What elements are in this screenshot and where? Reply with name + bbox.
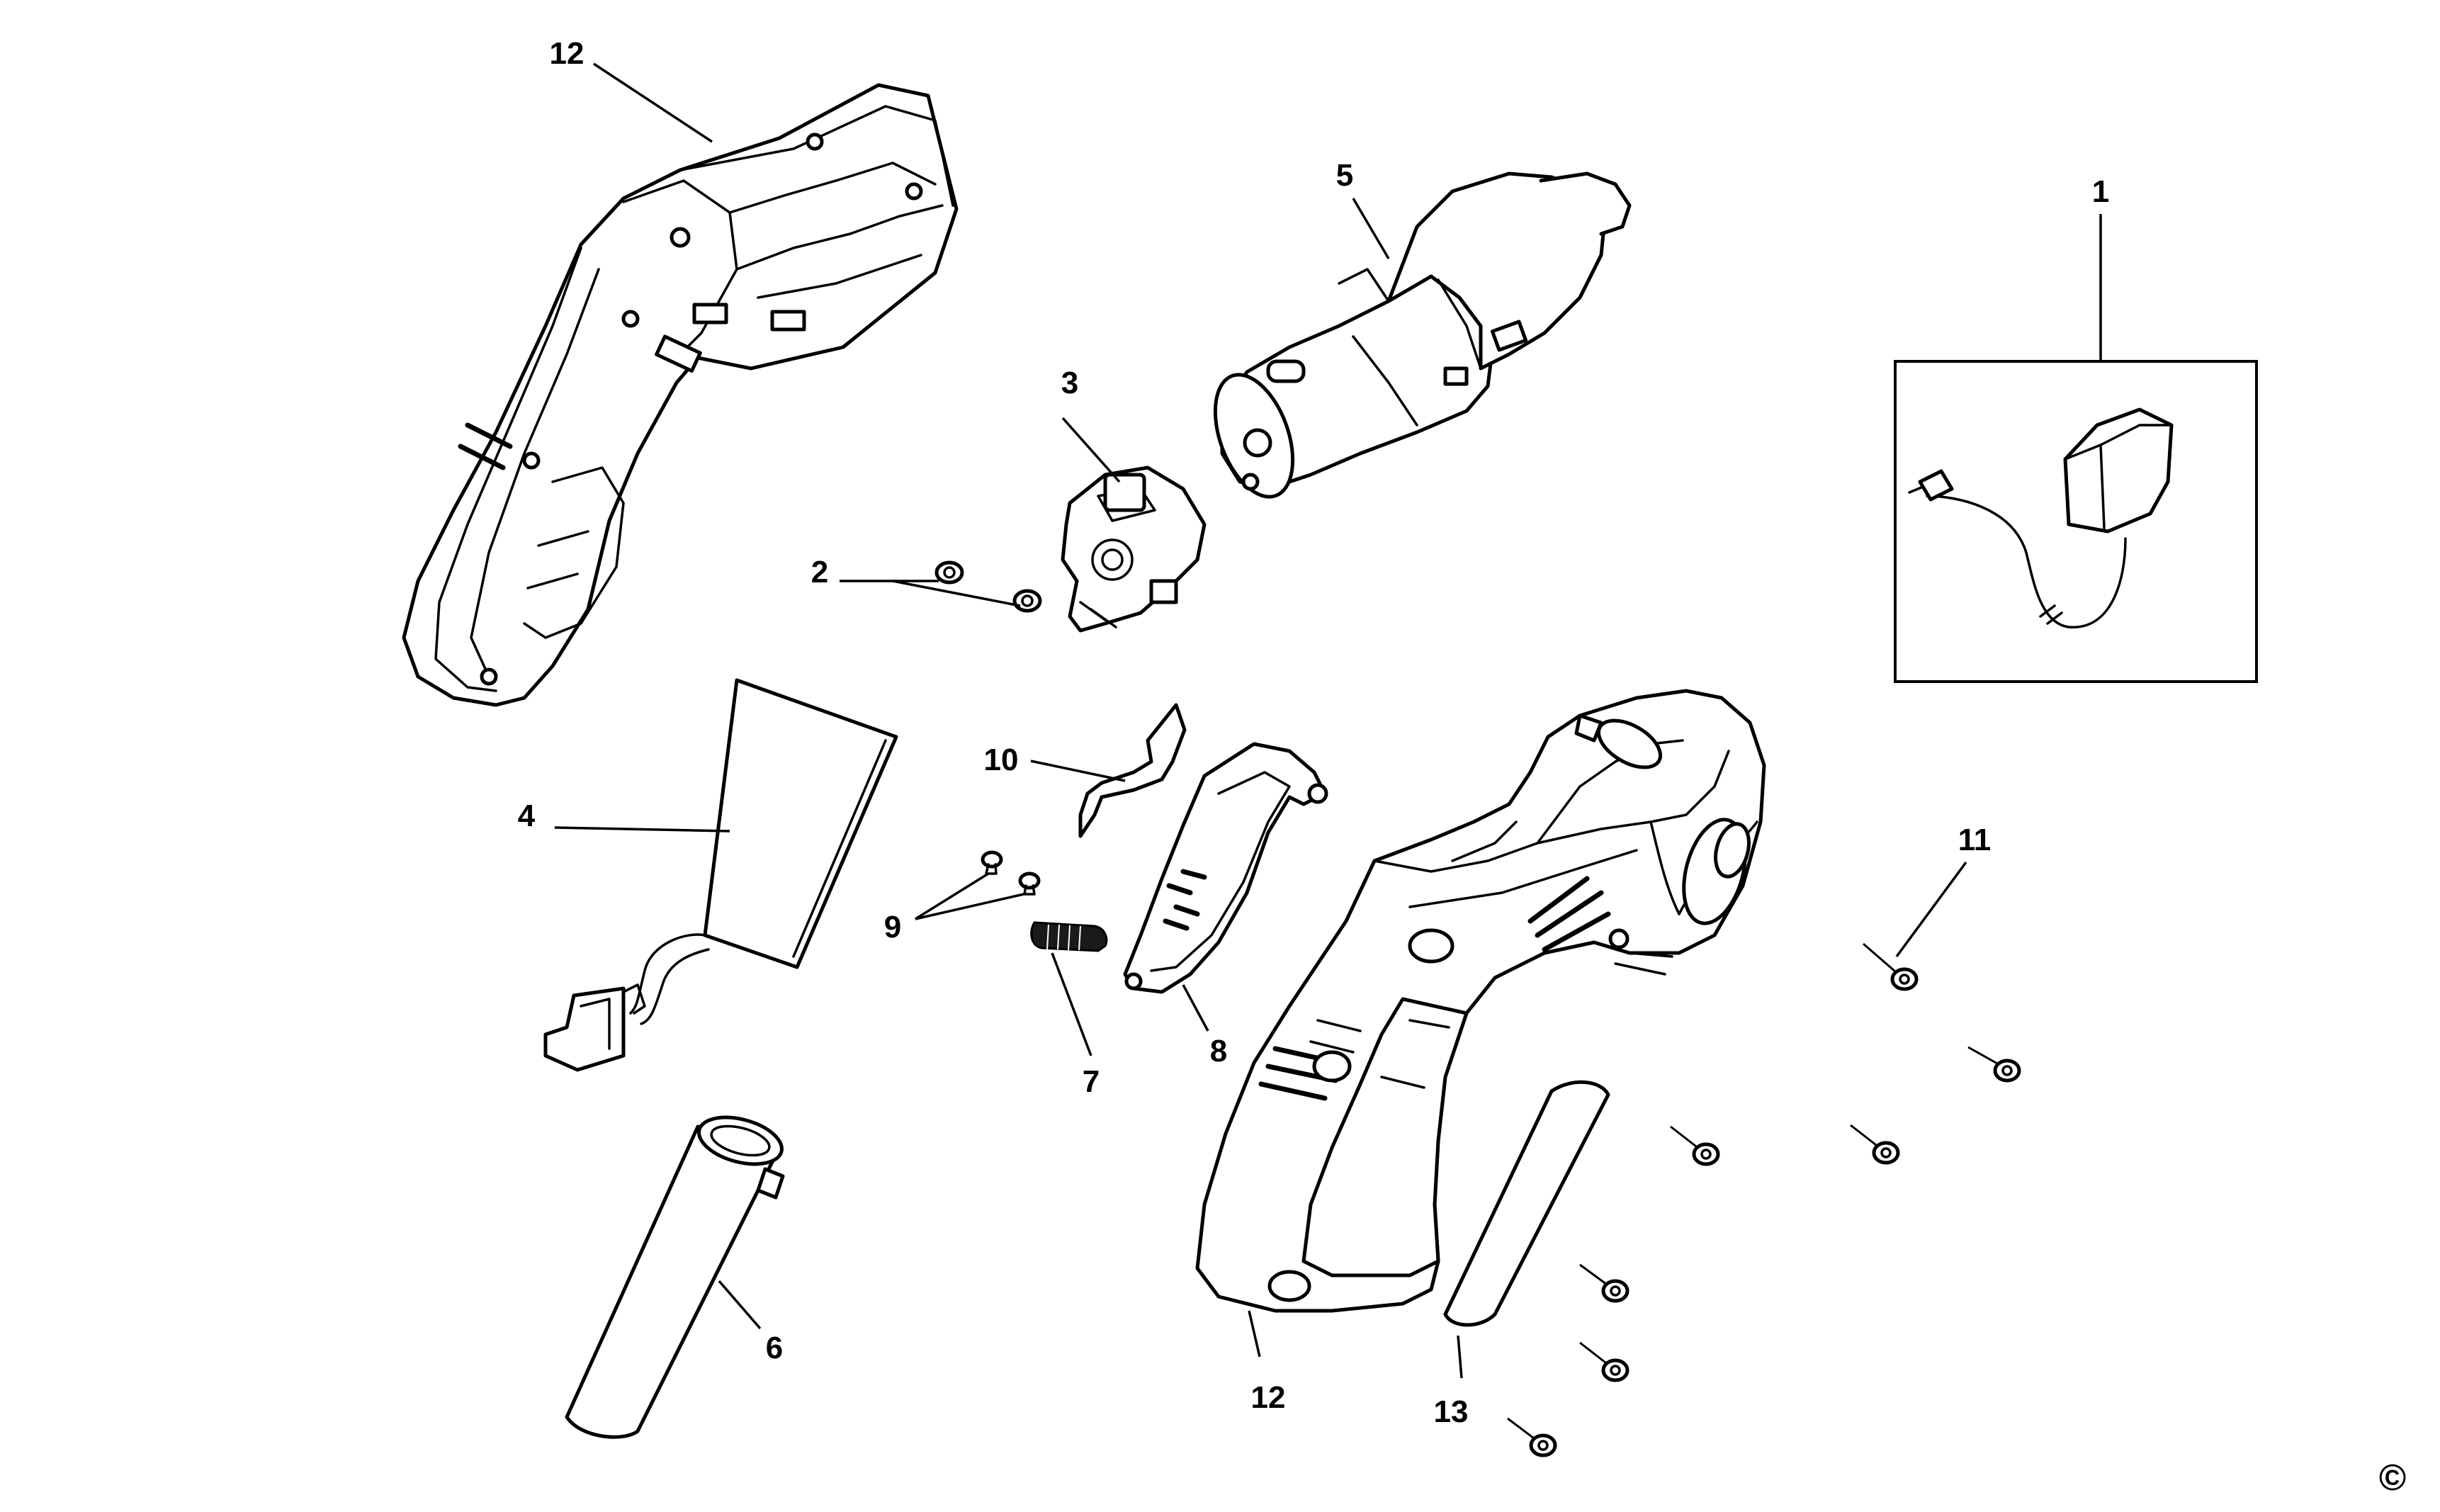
screw-3 <box>1670 1125 1720 1166</box>
callout-4: 4 <box>518 799 536 833</box>
part-9-pins <box>981 850 1041 896</box>
part-13-label <box>1443 1080 1610 1327</box>
leader-lines <box>554 62 2102 1379</box>
part-6-battery-cell <box>565 1115 785 1439</box>
callout-9: 9 <box>884 910 901 944</box>
callout-5: 5 <box>1336 158 1353 193</box>
callout-12-top: 12 <box>550 36 584 71</box>
callout-8: 8 <box>1210 1034 1227 1068</box>
callout-10: 10 <box>984 743 1019 777</box>
part-5-motor <box>1213 171 1632 499</box>
part-7-spring <box>1030 921 1108 952</box>
callout-6: 6 <box>766 1331 783 1365</box>
charger-box <box>1894 360 2258 683</box>
screw-2 <box>1967 1046 2021 1083</box>
copyright-symbol: © <box>2379 1457 2406 1499</box>
screw-7 <box>1507 1417 1557 1457</box>
callout-12-bottom: 12 <box>1251 1380 1286 1415</box>
screw-6 <box>1579 1341 1630 1382</box>
screw-4 <box>1850 1124 1900 1165</box>
part-12-housing-right <box>1195 689 1766 1313</box>
callout-labels: 12 5 1 3 2 10 4 11 9 8 7 6 12 13 <box>518 36 2109 1429</box>
part-3-switch <box>1061 466 1207 633</box>
callout-7: 7 <box>1083 1064 1100 1099</box>
callout-11: 11 <box>1958 823 1992 857</box>
part-10-clip <box>1078 703 1187 838</box>
callout-1: 1 <box>2092 174 2109 209</box>
part-8-carrier <box>1123 742 1328 994</box>
part-1-charger <box>1894 360 2258 683</box>
screw-1 <box>1863 942 1919 991</box>
part-11-screws <box>1507 942 2021 1457</box>
part-4-board <box>543 678 898 1072</box>
part-12-housing-left <box>402 83 959 707</box>
callout-3: 3 <box>1061 366 1078 400</box>
callout-13: 13 <box>1434 1394 1469 1429</box>
screw-5 <box>1579 1263 1630 1303</box>
callout-2: 2 <box>811 555 828 589</box>
part-2-screws <box>934 560 1042 613</box>
